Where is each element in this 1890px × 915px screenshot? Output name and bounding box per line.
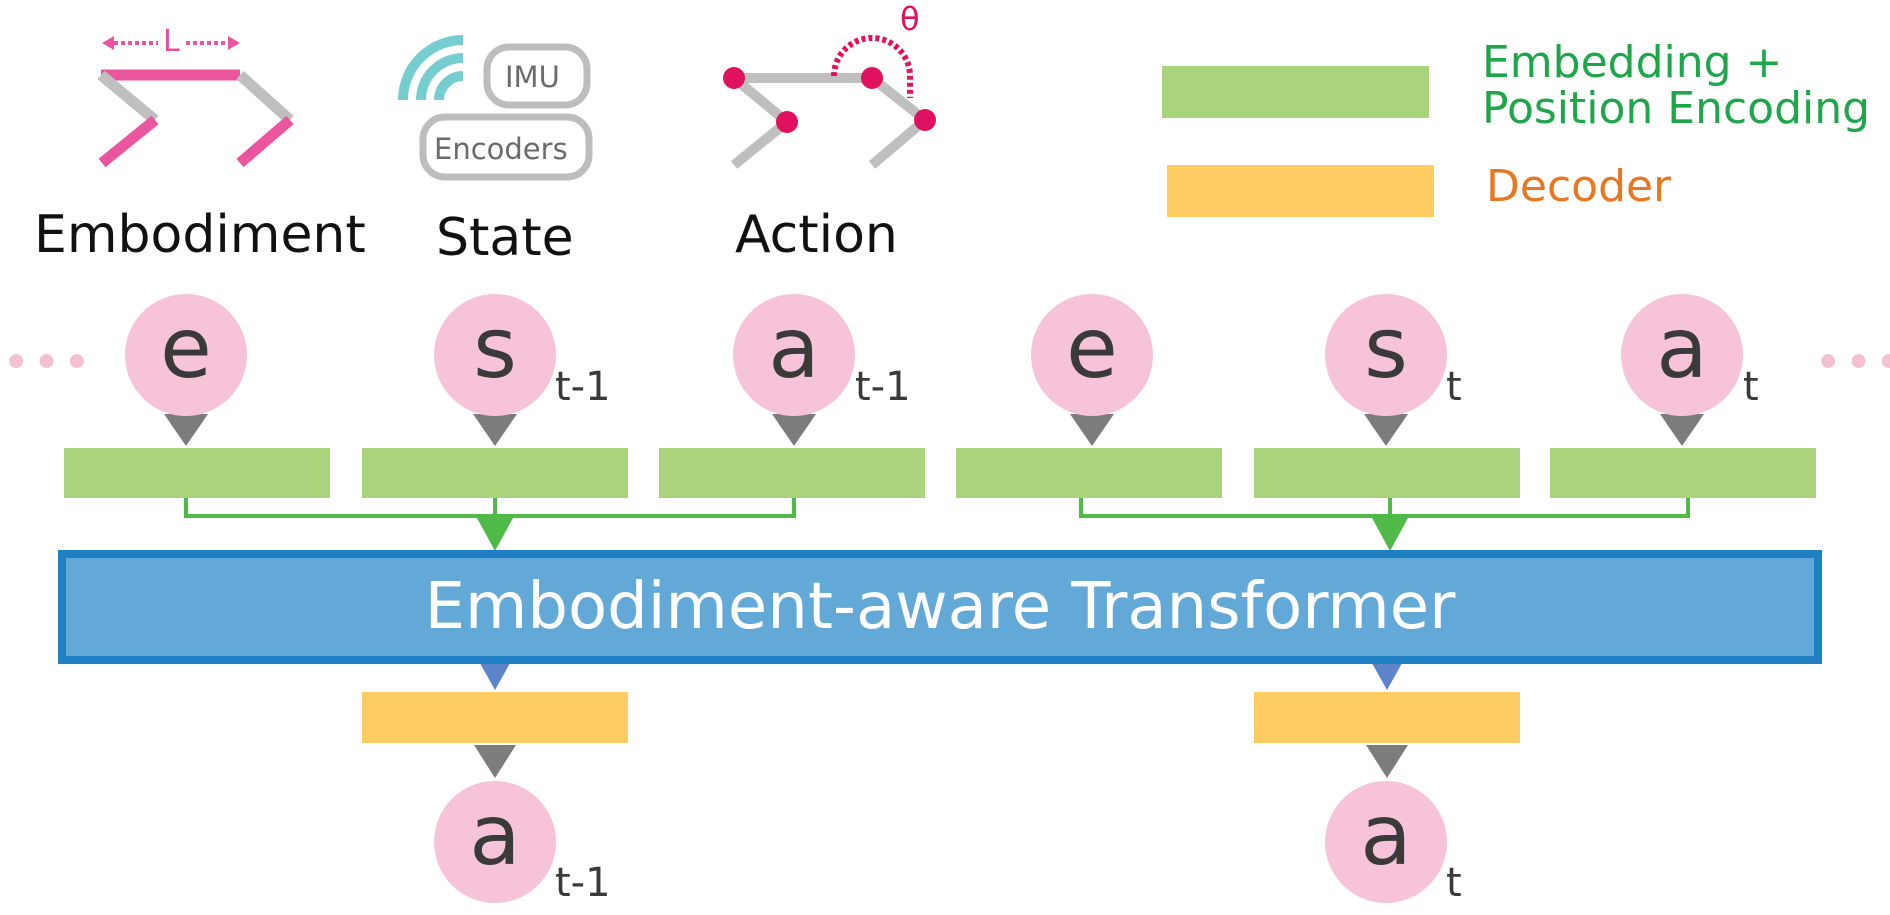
action-joints-icon — [723, 35, 936, 169]
input-node-embodiment: e — [125, 294, 247, 416]
length-label: L — [163, 24, 180, 59]
legend-embedding-line1: Embedding + — [1482, 37, 1783, 88]
node-subscript: t-1 — [555, 860, 611, 906]
output-arrow — [476, 656, 514, 690]
input-arrow — [772, 414, 816, 446]
node-letter: a — [1656, 299, 1708, 397]
node-subscript: t-1 — [855, 364, 911, 410]
legend-decoder-swatch — [1167, 165, 1434, 217]
embedding-bar — [64, 448, 330, 498]
node-letter: a — [1360, 786, 1412, 884]
node-subscript: t — [1446, 860, 1462, 906]
group-bracket — [1079, 498, 1690, 518]
embedding-bar — [362, 448, 628, 498]
action-title: Action — [735, 205, 898, 265]
input-node-embodiment: e — [1031, 294, 1153, 416]
group-bracket — [184, 498, 796, 518]
angle-label: θ — [900, 0, 920, 38]
input-arrow — [473, 414, 517, 446]
input-node-state: s — [1325, 294, 1447, 416]
state-title: State — [436, 208, 574, 268]
node-letter: a — [768, 299, 820, 397]
input-node-state: s — [434, 294, 556, 416]
node-subscript: t-1 — [555, 364, 611, 410]
group-arrow — [1372, 518, 1408, 551]
decode-arrow — [1366, 745, 1408, 778]
input-arrow — [1660, 414, 1704, 446]
embedding-bar — [1550, 448, 1816, 498]
node-subscript: t — [1446, 364, 1462, 410]
embodiment-robot-icon — [97, 36, 294, 168]
embodiment-aware-transformer: Embodiment-aware Transformer — [58, 550, 1822, 664]
output-node-action: a — [1325, 781, 1447, 903]
legend-embedding-line2: Position Encoding — [1482, 83, 1871, 134]
input-arrow — [1070, 414, 1114, 446]
input-node-action: a — [733, 294, 855, 416]
embodiment-title: Embodiment — [34, 205, 366, 265]
embedding-bar — [956, 448, 1222, 498]
node-subscript: t — [1743, 364, 1759, 410]
imu-label: IMU — [505, 60, 560, 94]
group-arrow — [477, 518, 513, 551]
node-letter: s — [1364, 299, 1408, 397]
state-sensor-icon — [398, 35, 593, 181]
embedding-bar — [1254, 448, 1520, 498]
output-node-action: a — [434, 781, 556, 903]
left-ellipsis: ••• — [2, 335, 93, 391]
node-letter: s — [473, 299, 517, 397]
node-letter: e — [160, 299, 212, 397]
decoder-bar — [362, 692, 628, 743]
node-letter: a — [469, 786, 521, 884]
embedding-bar — [659, 448, 925, 498]
legend-embedding-swatch — [1162, 66, 1429, 118]
encoders-label: Encoders — [434, 132, 568, 166]
input-node-action: a — [1621, 294, 1743, 416]
output-arrow — [1368, 656, 1406, 690]
input-arrow — [164, 414, 208, 446]
right-ellipsis: ••• — [1814, 335, 1890, 391]
decoder-bar — [1254, 692, 1520, 743]
node-letter: e — [1066, 299, 1118, 397]
decode-arrow — [474, 745, 516, 778]
input-arrow — [1364, 414, 1408, 446]
transformer-label: Embodiment-aware Transformer — [424, 570, 1456, 644]
legend-decoder-label: Decoder — [1486, 161, 1672, 212]
